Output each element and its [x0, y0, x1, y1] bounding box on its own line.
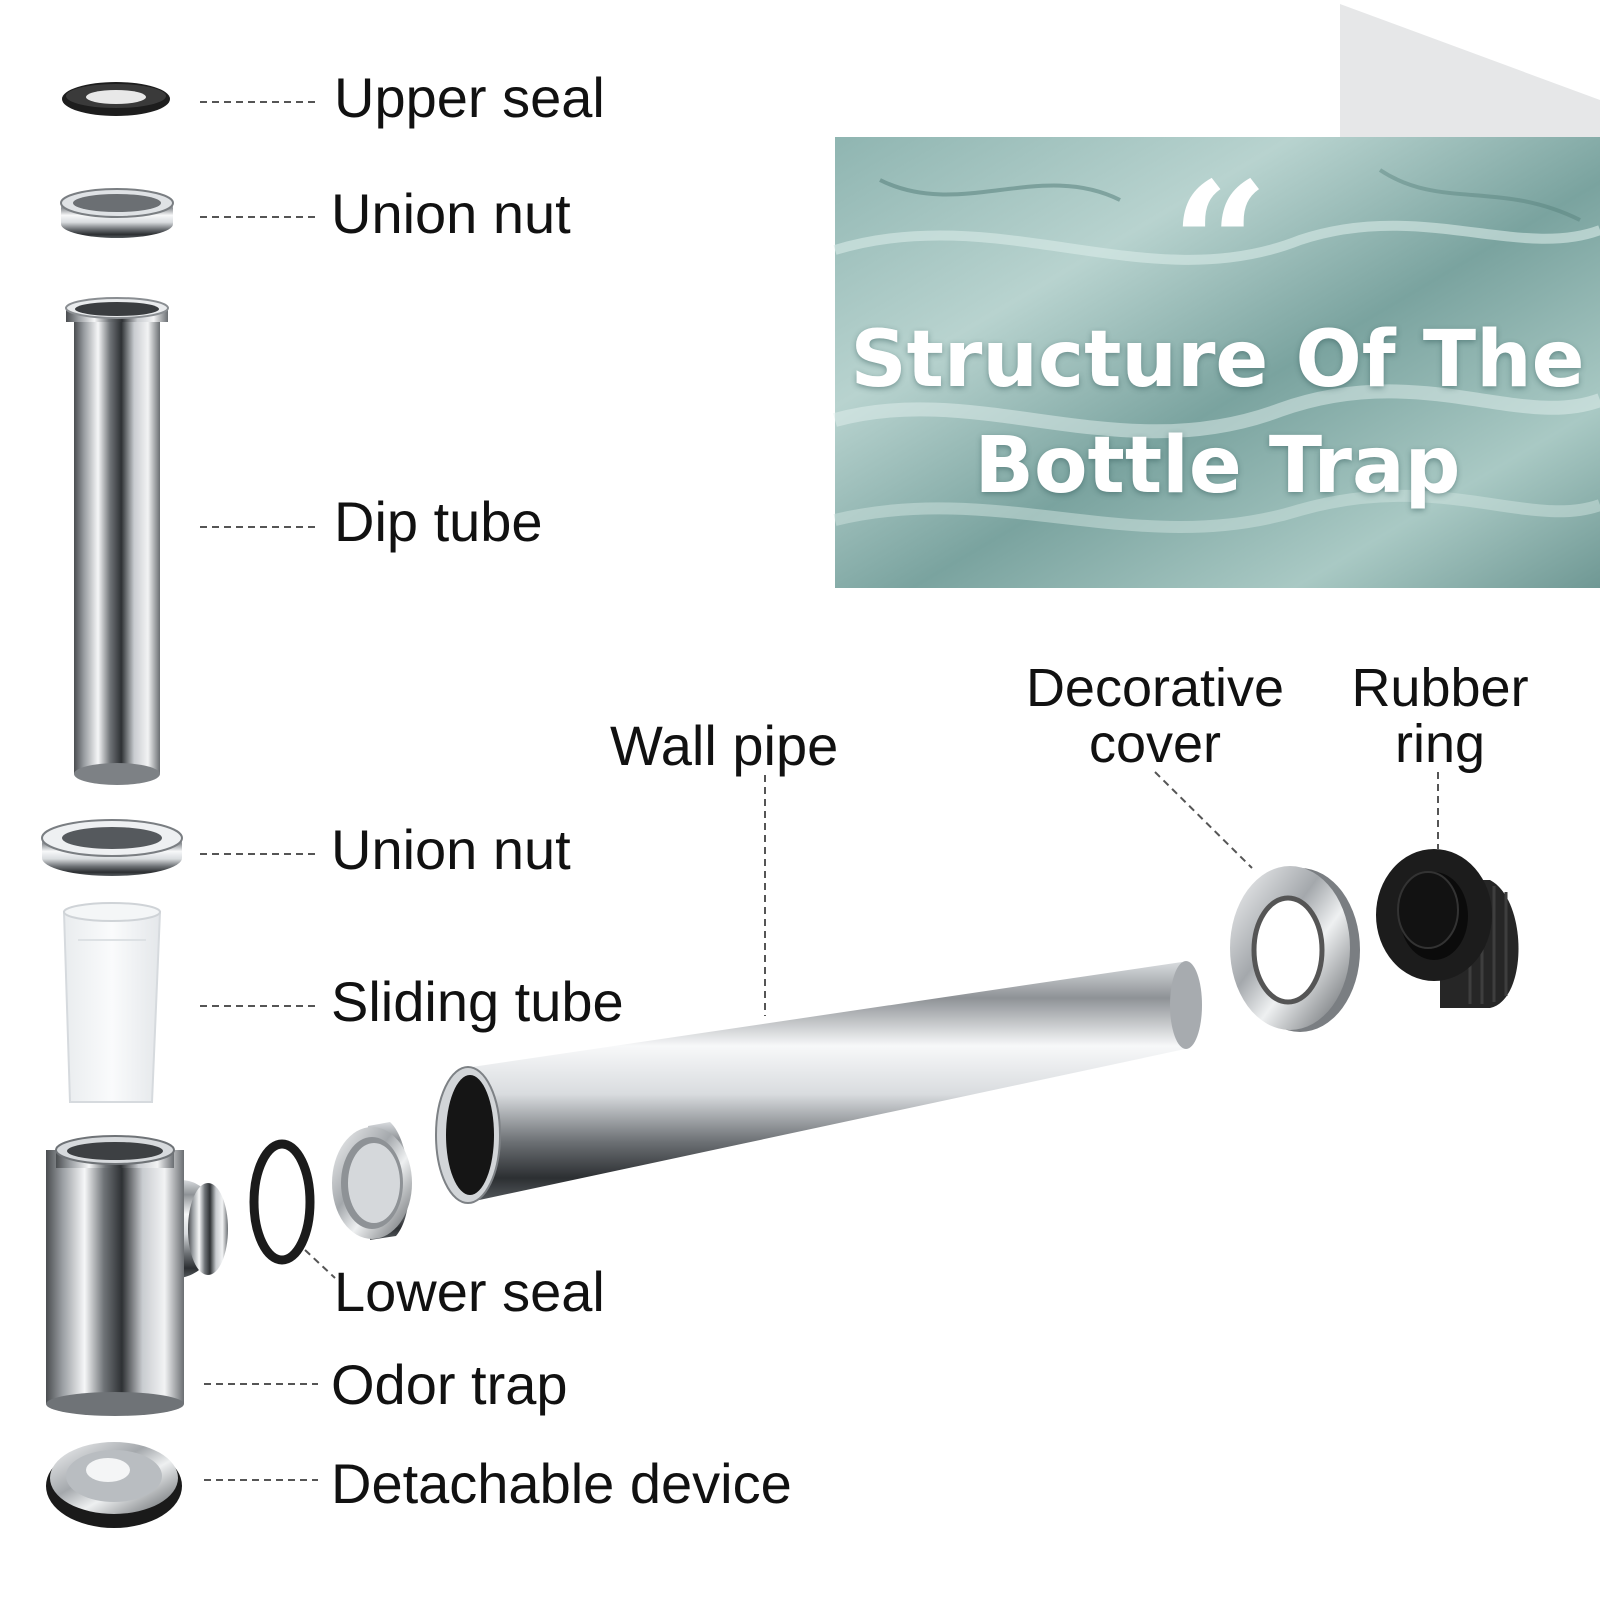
label-union-nut-top: Union nut: [331, 182, 571, 245]
label-decorative-cover-line-2: cover: [1088, 714, 1222, 774]
quote-icon: “: [1171, 145, 1269, 345]
decorative-cover-part: [1230, 866, 1360, 1032]
label-decorative-cover-line-1: Decorative: [1025, 658, 1285, 718]
title-line-1: Structure Of The: [850, 315, 1585, 405]
label-odor-trap: Odor trap: [331, 1353, 568, 1416]
page-title: Structure Of The Bottle Trap: [835, 307, 1600, 519]
wall-pipe-part: [435, 961, 1202, 1204]
rubber-ring-part: [1376, 849, 1519, 1008]
label-detachable-device: Detachable device: [331, 1452, 792, 1515]
label-sliding-tube: Sliding tube: [331, 970, 624, 1033]
upper-seal-part: [62, 82, 170, 116]
label-union-nut-bottom: Union nut: [331, 818, 571, 881]
lower-seal-part: [249, 1139, 315, 1265]
label-upper-seal: Upper seal: [334, 66, 605, 129]
label-wall-pipe: Wall pipe: [610, 714, 839, 777]
corner-tab: [1340, 4, 1600, 137]
odor-trap-part: [46, 1135, 228, 1416]
union-nut-bottom-part: [41, 819, 183, 876]
title-line-2: Bottle Trap: [974, 421, 1461, 511]
sliding-tube-part: [62, 902, 162, 1103]
dip-tube-part: [65, 297, 169, 785]
title-banner-background: [833, 137, 1600, 588]
label-dip-tube: Dip tube: [334, 490, 543, 553]
label-decorative-cover: Decorative cover: [1010, 660, 1300, 772]
label-rubber-ring: Rubber ring: [1325, 660, 1555, 772]
leader-lines: [200, 101, 1439, 1481]
label-rubber-ring-line-1: Rubber: [1351, 658, 1529, 718]
label-rubber-ring-line-2: ring: [1394, 714, 1486, 774]
union-nut-top-part: [60, 188, 174, 238]
detachable-device-part: [46, 1442, 182, 1528]
label-lower-seal: Lower seal: [334, 1260, 605, 1323]
wall-pipe-nut-part: [332, 1122, 412, 1240]
